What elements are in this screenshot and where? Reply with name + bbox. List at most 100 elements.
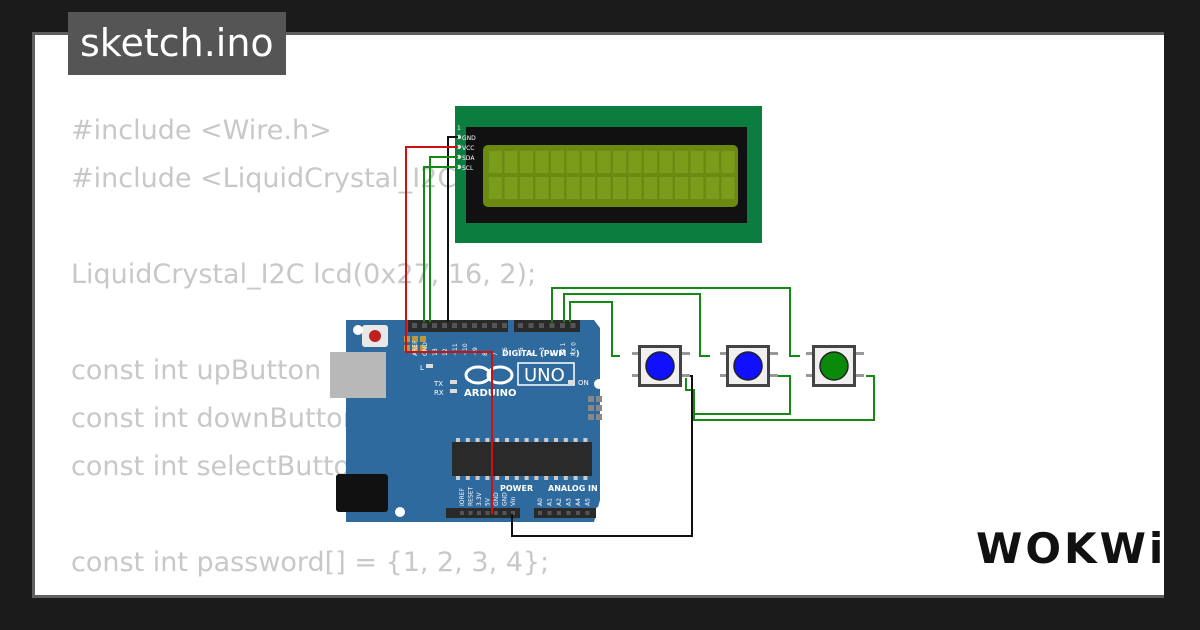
power-pin[interactable] bbox=[494, 511, 498, 515]
digital-pin[interactable] bbox=[442, 323, 447, 328]
chip-pin bbox=[485, 476, 490, 480]
wire-button-gnd-2[interactable] bbox=[694, 375, 791, 415]
usb-connector bbox=[330, 352, 386, 398]
wire-gnd[interactable] bbox=[447, 136, 458, 322]
button-lead bbox=[806, 374, 814, 377]
icsp-pin bbox=[588, 396, 594, 402]
lcd-char-cell bbox=[659, 151, 673, 173]
power-pin[interactable] bbox=[511, 511, 515, 515]
lcd-pin-label: GND bbox=[462, 135, 476, 142]
digital-pin-label: 7 bbox=[492, 352, 499, 356]
analog-pin[interactable] bbox=[576, 511, 580, 515]
lcd-pin[interactable] bbox=[456, 164, 462, 170]
lcd-char-cell bbox=[504, 151, 518, 173]
digital-pin[interactable] bbox=[452, 323, 457, 328]
button-cap[interactable] bbox=[733, 351, 763, 381]
lcd-char-cell bbox=[706, 177, 719, 199]
chip-pin bbox=[524, 476, 529, 480]
power-pin[interactable] bbox=[485, 511, 490, 515]
lcd-pin[interactable] bbox=[456, 144, 462, 150]
push-button-2[interactable] bbox=[720, 345, 778, 387]
digital-pin[interactable] bbox=[432, 323, 437, 328]
wire-button-up[interactable] bbox=[569, 301, 620, 357]
push-button-1[interactable] bbox=[632, 345, 690, 387]
digital-pin[interactable] bbox=[549, 323, 555, 328]
icsp-pin bbox=[412, 336, 418, 342]
analog-pin[interactable] bbox=[547, 511, 552, 515]
power-pin[interactable] bbox=[460, 511, 464, 515]
wire-sda[interactable] bbox=[429, 156, 458, 322]
lcd-char-cell bbox=[520, 177, 533, 199]
chip-pin bbox=[524, 438, 529, 442]
header-block bbox=[446, 508, 520, 518]
arduino-uno[interactable]: UNO ARDUINO DIGITAL (PWM ~) POWER ANALOG… bbox=[330, 320, 604, 522]
digital-label: DIGITAL (PWM ~) bbox=[502, 349, 580, 358]
chip-pin bbox=[554, 438, 558, 442]
chip-pin bbox=[456, 438, 460, 442]
chip-pin bbox=[544, 476, 549, 480]
digital-pin[interactable] bbox=[518, 323, 523, 328]
icsp-pin bbox=[420, 345, 426, 351]
digital-pin-label: AREF bbox=[412, 340, 419, 356]
button-lead bbox=[806, 352, 814, 355]
digital-pin[interactable] bbox=[482, 323, 487, 328]
wires bbox=[405, 136, 875, 537]
digital-pin[interactable] bbox=[422, 323, 427, 328]
digital-pin[interactable] bbox=[462, 323, 467, 328]
lcd-char-cell bbox=[675, 151, 688, 173]
analog-pin[interactable] bbox=[585, 511, 590, 515]
digital-pin[interactable] bbox=[502, 323, 507, 328]
digital-pin[interactable] bbox=[560, 323, 565, 328]
wire-button-select[interactable] bbox=[551, 287, 800, 357]
digital-pin[interactable] bbox=[539, 323, 544, 328]
chip-pin bbox=[505, 476, 509, 480]
lcd-pin[interactable] bbox=[456, 154, 462, 160]
button-lead bbox=[770, 374, 778, 377]
chip-pin bbox=[465, 438, 470, 442]
push-button-3[interactable] bbox=[806, 345, 864, 387]
code-line: #include <Wire.h> bbox=[71, 115, 332, 146]
digital-pin[interactable] bbox=[528, 323, 534, 328]
digital-pin[interactable] bbox=[570, 323, 576, 328]
mount-hole bbox=[353, 325, 363, 335]
button-lead bbox=[856, 352, 864, 355]
chip-pin bbox=[563, 438, 568, 442]
power-pin[interactable] bbox=[477, 511, 481, 515]
led-on bbox=[568, 380, 575, 384]
lcd-pin[interactable] bbox=[456, 134, 462, 140]
reset-button[interactable] bbox=[369, 330, 381, 342]
digital-pin[interactable] bbox=[472, 323, 477, 328]
lcd-char-cell bbox=[644, 151, 657, 173]
code-line: #include <LiquidCrystal_I2C.h> bbox=[71, 163, 505, 194]
digital-pin[interactable] bbox=[492, 323, 497, 328]
chip-pin bbox=[495, 476, 500, 480]
uno-label-box bbox=[517, 362, 575, 386]
lcd-char-cell bbox=[597, 151, 611, 173]
chip-pin bbox=[456, 476, 460, 480]
button-cap[interactable] bbox=[819, 351, 849, 381]
lcd-char-cell bbox=[613, 151, 626, 173]
analog-pin[interactable] bbox=[538, 511, 542, 515]
power-pin[interactable] bbox=[502, 511, 507, 515]
mount-hole bbox=[395, 507, 405, 517]
digital-pin-label: ~6 bbox=[502, 347, 509, 356]
power-pin[interactable] bbox=[468, 511, 473, 515]
lcd-char-cell bbox=[582, 151, 595, 173]
wire-button-down[interactable] bbox=[563, 293, 710, 357]
button-lead bbox=[720, 374, 728, 377]
analog-label: ANALOG IN bbox=[548, 484, 598, 493]
analog-pin[interactable] bbox=[557, 511, 561, 515]
analog-pin[interactable] bbox=[566, 511, 571, 515]
wire-scl[interactable] bbox=[423, 166, 458, 322]
button-cap[interactable] bbox=[645, 351, 675, 381]
chip-pin bbox=[495, 438, 500, 442]
wire-vcc[interactable] bbox=[405, 146, 493, 514]
lcd-char-cell bbox=[535, 177, 549, 199]
lcd-char-cell bbox=[690, 151, 704, 173]
icsp-pin bbox=[420, 336, 426, 342]
button-lead bbox=[632, 352, 640, 355]
digital-pin[interactable] bbox=[412, 323, 417, 328]
wire-button-gnd-1[interactable] bbox=[685, 375, 875, 421]
